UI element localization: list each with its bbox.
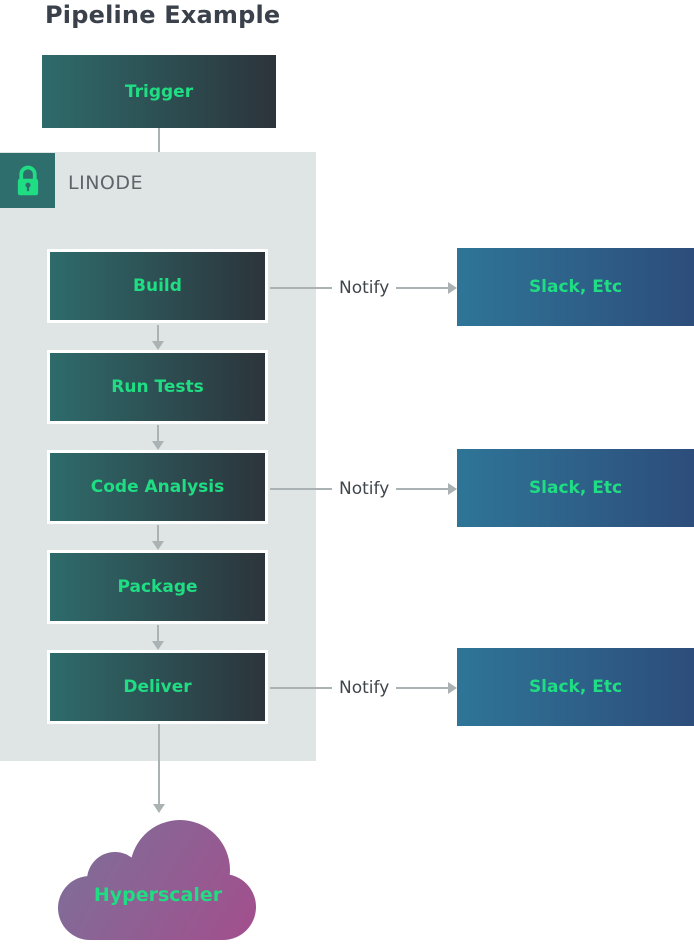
pipeline-step-label: Run Tests	[111, 377, 204, 397]
arrow-shaft	[157, 625, 159, 641]
arrowhead-right-icon	[448, 482, 457, 495]
notify-label: Notify	[339, 277, 390, 298]
pipeline-step-build: Build	[47, 249, 268, 323]
connector-line	[270, 686, 332, 689]
arrowhead-right-icon	[448, 281, 457, 294]
slack-node-label: Slack, Etc	[528, 277, 623, 297]
arrow-shaft	[157, 325, 159, 341]
pipeline-step-code-analysis: Code Analysis	[47, 450, 268, 524]
trigger-node-label: Trigger	[124, 81, 194, 102]
linode-container: LINODE Build Run Tests Code Analysis Pac…	[0, 152, 316, 761]
notify-connector-deliver: Notify	[270, 677, 457, 698]
arrow-code-analysis-to-package	[151, 525, 165, 550]
slack-node-3: Slack, Etc	[457, 648, 694, 726]
pipeline-step-deliver: Deliver	[47, 650, 268, 724]
slack-node-label: Slack, Etc	[528, 478, 623, 498]
arrow-run-tests-to-code-analysis	[151, 425, 165, 450]
connector-line	[396, 686, 448, 689]
padlock-icon	[17, 165, 38, 195]
notify-label: Notify	[339, 677, 390, 698]
arrowhead-right-icon	[448, 681, 457, 694]
arrowhead-down-icon	[152, 441, 164, 450]
slack-node-label: Slack, Etc	[528, 677, 623, 697]
page-title: Pipeline Example	[45, 1, 281, 29]
arrowhead-down-icon	[152, 541, 164, 550]
notify-label: Notify	[339, 478, 390, 499]
pipeline-step-label: Build	[133, 276, 182, 296]
arrow-shaft	[157, 525, 159, 541]
pipeline-step-run-tests: Run Tests	[47, 350, 268, 424]
arrow-deliver-to-hyperscaler	[152, 724, 166, 813]
pipeline-step-package: Package	[47, 550, 268, 624]
connector-line	[396, 487, 448, 490]
arrowhead-down-icon	[152, 641, 164, 650]
pipeline-step-label: Deliver	[123, 677, 192, 697]
linode-container-label: LINODE	[68, 172, 143, 194]
slack-node-1: Slack, Etc	[457, 248, 694, 326]
arrow-shaft	[157, 425, 159, 441]
pipeline-step-label: Code Analysis	[90, 477, 225, 497]
pipeline-step-label: Package	[117, 577, 198, 597]
cloud-icon	[58, 820, 256, 940]
notify-connector-code-analysis: Notify	[270, 478, 457, 499]
connector-line	[270, 487, 332, 490]
lock-badge	[0, 153, 55, 208]
arrowhead-down-icon	[152, 341, 164, 350]
hyperscaler-label: Hyperscaler	[93, 884, 223, 906]
arrow-package-to-deliver	[151, 625, 165, 650]
notify-connector-build: Notify	[270, 277, 457, 298]
hyperscaler-cloud	[58, 820, 258, 940]
slack-node-2: Slack, Etc	[457, 449, 694, 527]
connector-line	[270, 286, 332, 289]
connector-line	[396, 286, 448, 289]
arrowhead-down-icon	[153, 804, 165, 813]
trigger-node: Trigger	[42, 55, 276, 128]
arrow-build-to-run-tests	[151, 325, 165, 350]
arrow-shaft	[158, 724, 160, 804]
